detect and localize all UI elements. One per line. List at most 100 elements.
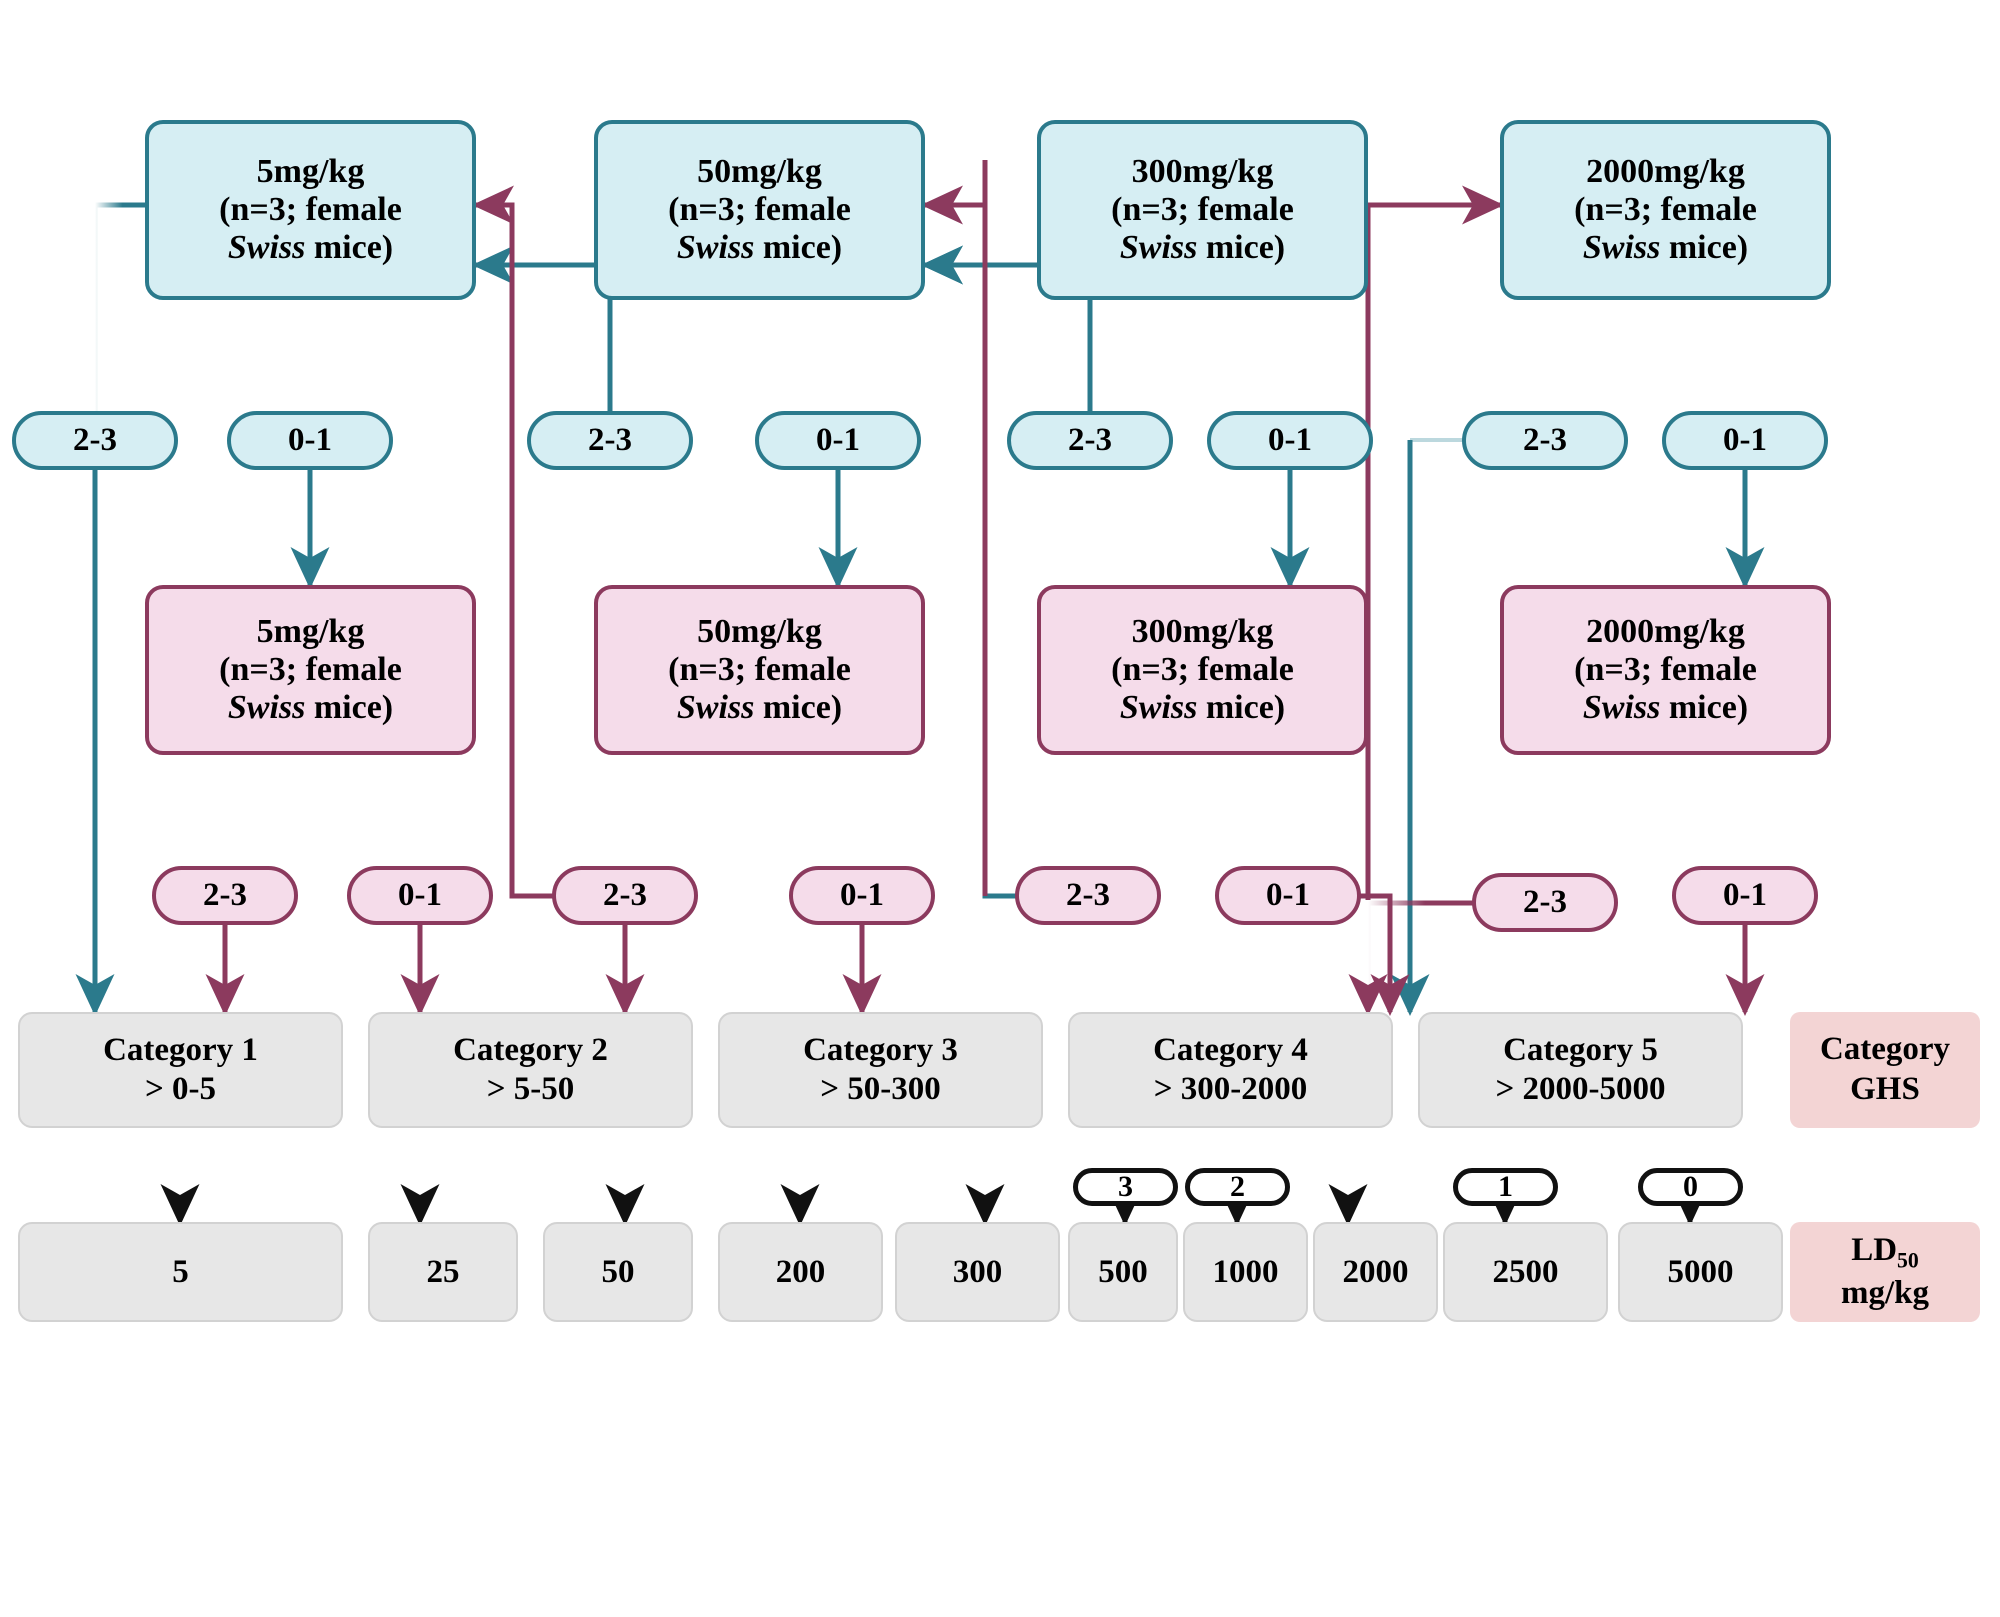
category-box-1[interactable]: Category 1 > 0-5 bbox=[18, 1012, 343, 1128]
mortality-pill-label: 2-3 bbox=[203, 877, 247, 913]
ld50-value-box-7[interactable]: 1000 bbox=[1183, 1222, 1308, 1322]
ld50-value-box-9[interactable]: 2500 bbox=[1443, 1222, 1608, 1322]
category-box-4[interactable]: Category 4 > 300-2000 bbox=[1068, 1012, 1393, 1128]
strain-label: Swiss bbox=[676, 689, 755, 727]
mortality-pill-label: 2-3 bbox=[1068, 422, 1112, 458]
strain-tail: mice) bbox=[754, 229, 843, 267]
mortality-pill-row2-7[interactable]: 2-3 bbox=[1462, 411, 1628, 470]
legend-ld50-unit: mg/kg bbox=[1840, 1274, 1929, 1311]
strain-label: Swiss bbox=[1582, 689, 1661, 727]
dose-n-label: (n=3; female bbox=[668, 190, 851, 228]
dose-box-row1-300mgkg[interactable]: 300mg/kg (n=3; female Swiss mice) bbox=[1037, 120, 1368, 300]
ld50-value: 200 bbox=[775, 1253, 826, 1290]
ld50-value: 2500 bbox=[1492, 1253, 1559, 1290]
ld50-value-box-1[interactable]: 5 bbox=[18, 1222, 343, 1322]
category-box-5[interactable]: Category 5 > 2000-5000 bbox=[1418, 1012, 1743, 1128]
dose-n-label: (n=3; female bbox=[1111, 190, 1294, 228]
category-range: > 5-50 bbox=[486, 1071, 575, 1107]
strain-tail: mice) bbox=[305, 229, 394, 267]
mortality-pill-label: 0-1 bbox=[288, 422, 332, 458]
strain-label: Swiss bbox=[1119, 689, 1198, 727]
mortality-pill-row2-5[interactable]: 2-3 bbox=[1007, 411, 1173, 470]
dose-n-label: (n=3; female bbox=[1111, 650, 1294, 688]
mortality-pill-label: 2-3 bbox=[1523, 884, 1567, 920]
dose-box-row3-50mgkg[interactable]: 50mg/kg (n=3; female Swiss mice) bbox=[594, 585, 925, 755]
legend-category-ghs: Category GHS bbox=[1790, 1012, 1980, 1128]
ld50-value: 25 bbox=[426, 1253, 460, 1290]
mortality-pill-label: 0-1 bbox=[1266, 877, 1310, 913]
deaths-pill-3[interactable]: 3 bbox=[1073, 1168, 1178, 1206]
dose-box-row1-5mgkg[interactable]: 5mg/kg (n=3; female Swiss mice) bbox=[145, 120, 476, 300]
ld50-value-box-3[interactable]: 50 bbox=[543, 1222, 693, 1322]
category-box-2[interactable]: Category 2 > 5-50 bbox=[368, 1012, 693, 1128]
deaths-pill-label: 0 bbox=[1683, 1170, 1698, 1203]
mortality-pill-row4-8[interactable]: 0-1 bbox=[1672, 866, 1818, 925]
strain-label: Swiss bbox=[1119, 229, 1198, 267]
category-name: Category 4 bbox=[1153, 1032, 1308, 1069]
mortality-pill-row2-8[interactable]: 0-1 bbox=[1662, 411, 1828, 470]
ld50-value-box-10[interactable]: 5000 bbox=[1618, 1222, 1783, 1322]
dose-box-row1-2000mgkg[interactable]: 2000mg/kg (n=3; female Swiss mice) bbox=[1500, 120, 1831, 300]
legend-ld50-prefix: LD bbox=[1851, 1231, 1898, 1268]
legend-line1: Category bbox=[1819, 1031, 1951, 1068]
mortality-pill-row4-6[interactable]: 0-1 bbox=[1215, 866, 1361, 925]
category-box-3[interactable]: Category 3 > 50-300 bbox=[718, 1012, 1043, 1128]
mortality-pill-row2-4[interactable]: 0-1 bbox=[755, 411, 921, 470]
category-range: > 50-300 bbox=[820, 1071, 941, 1107]
dose-label: 300mg/kg bbox=[1131, 612, 1274, 650]
strain-tail: mice) bbox=[1660, 689, 1749, 727]
category-range: > 0-5 bbox=[144, 1071, 217, 1107]
dose-label: 5mg/kg bbox=[256, 612, 365, 650]
mortality-pill-row4-4[interactable]: 0-1 bbox=[789, 866, 935, 925]
ld50-value-box-8[interactable]: 2000 bbox=[1313, 1222, 1438, 1322]
dose-box-row3-2000mgkg[interactable]: 2000mg/kg (n=3; female Swiss mice) bbox=[1500, 585, 1831, 755]
category-range: > 2000-5000 bbox=[1495, 1071, 1666, 1107]
strain-label: Swiss bbox=[1582, 229, 1661, 267]
mortality-pill-row2-6[interactable]: 0-1 bbox=[1207, 411, 1373, 470]
mortality-pill-row4-3[interactable]: 2-3 bbox=[552, 866, 698, 925]
mortality-pill-label: 0-1 bbox=[816, 422, 860, 458]
ld50-value: 1000 bbox=[1212, 1253, 1279, 1290]
strain-tail: mice) bbox=[1197, 689, 1286, 727]
ld50-value: 50 bbox=[601, 1253, 635, 1290]
legend-ld50-subscript: 50 bbox=[1897, 1248, 1919, 1273]
strain-label: Swiss bbox=[676, 229, 755, 267]
dose-n-label: (n=3; female bbox=[219, 190, 402, 228]
mortality-pill-row2-3[interactable]: 2-3 bbox=[527, 411, 693, 470]
ld50-value-box-5[interactable]: 300 bbox=[895, 1222, 1060, 1322]
strain-label: Swiss bbox=[227, 689, 306, 727]
dose-box-row3-300mgkg[interactable]: 300mg/kg (n=3; female Swiss mice) bbox=[1037, 585, 1368, 755]
mortality-pill-row4-7[interactable]: 2-3 bbox=[1472, 873, 1618, 932]
mortality-pill-label: 2-3 bbox=[1066, 877, 1110, 913]
dose-n-label: (n=3; female bbox=[1574, 650, 1757, 688]
mortality-pill-label: 2-3 bbox=[588, 422, 632, 458]
dose-label: 50mg/kg bbox=[697, 152, 822, 190]
mortality-pill-row2-2[interactable]: 0-1 bbox=[227, 411, 393, 470]
deaths-pill-1[interactable]: 1 bbox=[1453, 1168, 1558, 1206]
dose-box-row3-5mgkg[interactable]: 5mg/kg (n=3; female Swiss mice) bbox=[145, 585, 476, 755]
deaths-pill-0[interactable]: 0 bbox=[1638, 1168, 1743, 1206]
legend-line2: GHS bbox=[1850, 1071, 1920, 1107]
dose-n-label: (n=3; female bbox=[1574, 190, 1757, 228]
mortality-pill-row4-1[interactable]: 2-3 bbox=[152, 866, 298, 925]
ld50-value-box-2[interactable]: 25 bbox=[368, 1222, 518, 1322]
dose-label: 300mg/kg bbox=[1131, 152, 1274, 190]
mortality-pill-row4-5[interactable]: 2-3 bbox=[1015, 866, 1161, 925]
legend-ld50: LD50 mg/kg bbox=[1790, 1222, 1980, 1322]
dose-label: 5mg/kg bbox=[256, 152, 365, 190]
mortality-pill-row2-1[interactable]: 2-3 bbox=[12, 411, 178, 470]
strain-label: Swiss bbox=[227, 229, 306, 267]
strain-tail: mice) bbox=[305, 689, 394, 727]
mortality-pill-row4-2[interactable]: 0-1 bbox=[347, 866, 493, 925]
mortality-pill-label: 2-3 bbox=[603, 877, 647, 913]
dose-box-row1-50mgkg[interactable]: 50mg/kg (n=3; female Swiss mice) bbox=[594, 120, 925, 300]
ld50-value-box-4[interactable]: 200 bbox=[718, 1222, 883, 1322]
ld50-value: 5000 bbox=[1667, 1253, 1734, 1290]
deaths-pill-2[interactable]: 2 bbox=[1185, 1168, 1290, 1206]
mortality-pill-label: 0-1 bbox=[840, 877, 884, 913]
ld50-value-box-6[interactable]: 500 bbox=[1068, 1222, 1178, 1322]
mortality-pill-label: 2-3 bbox=[1523, 422, 1567, 458]
mortality-pill-label: 0-1 bbox=[1723, 877, 1767, 913]
mortality-pill-label: 2-3 bbox=[73, 422, 117, 458]
